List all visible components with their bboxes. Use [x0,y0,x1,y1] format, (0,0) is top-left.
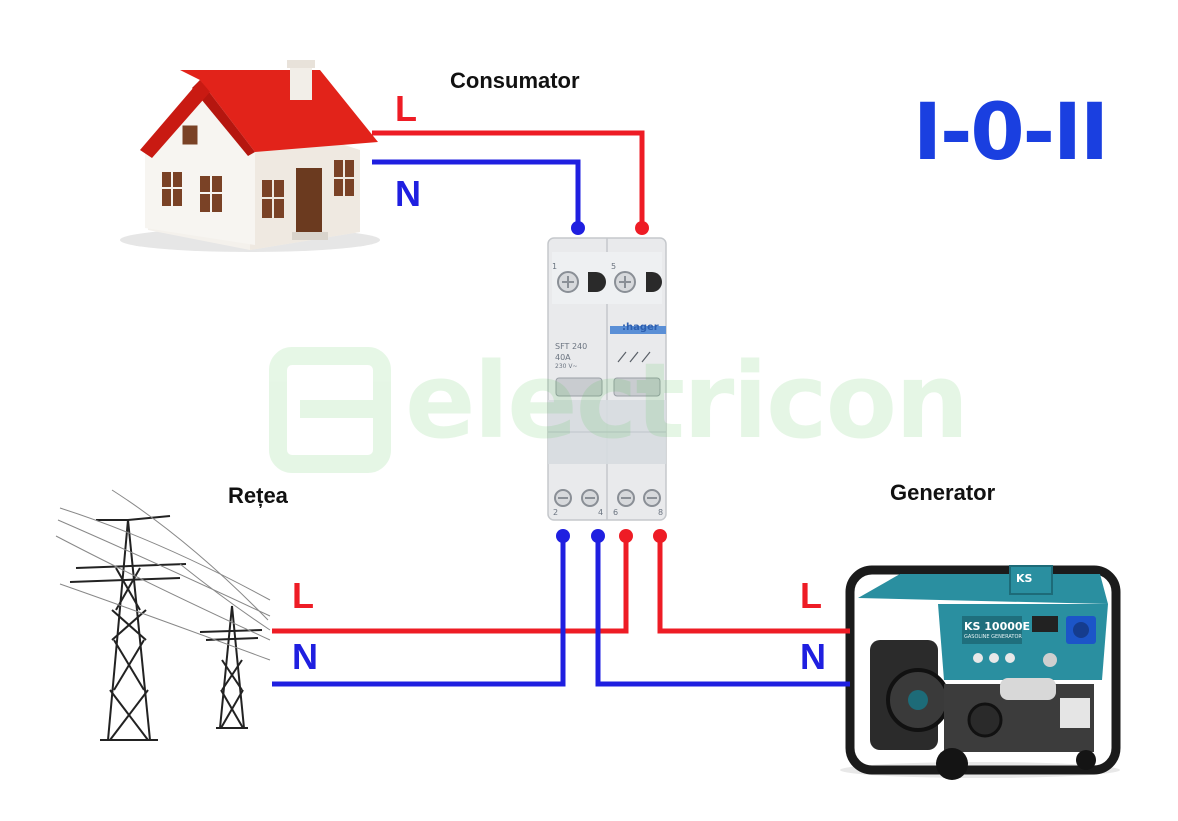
switch-terminal-1: 1 [552,262,558,271]
consumer-neutral-letter: N [395,173,421,214]
wires [272,130,850,687]
consumer-label: Consumator [450,68,580,93]
power-tower-icon [55,489,271,741]
generator-neutral-wire [595,537,850,687]
grid-neutral-wire [272,537,566,687]
generator-brand: KS [1016,572,1033,585]
switch-terminal-2: 2 [553,508,559,517]
generator-neutral-terminal-dot [591,529,605,543]
consumer-neutral-terminal-dot [571,221,585,235]
switch-model: SFT 240 [555,342,588,351]
grid-live-terminal-dot [619,529,633,543]
grid-live-letter: L [292,575,314,616]
house-icon [120,60,380,252]
grid-label: Rețea [228,483,288,508]
switch-terminal-8: 8 [658,508,664,517]
watermark-logo-icon [269,347,391,473]
grid-neutral-terminal-dot [556,529,570,543]
switch-terminal-4: 4 [598,508,604,517]
consumer-neutral-wire [372,159,581,225]
generator-subtitle: GASOLINE GENERATOR [964,634,1022,640]
generator-live-terminal-dot [653,529,667,543]
consumer-live-terminal-dot [635,221,649,235]
generator-live-wire [657,537,850,634]
generator-neutral-letter: N [800,636,826,677]
generator-label: Generator [890,480,996,505]
switch-rating: 40A [555,353,571,362]
generator-live-letter: L [800,575,822,616]
generator-model: KS 10000E [964,620,1031,633]
consumer-live-wire [372,130,645,225]
switch-terminal-5: 5 [611,262,617,271]
watermark-text: electricon [405,340,969,462]
switch-positions-title: I-0-II [913,88,1109,178]
switch-brand: :hager [622,322,659,333]
switch-voltage: 230 V~ [555,363,578,370]
grid-neutral-letter: N [292,636,318,677]
switch-terminal-6: 6 [613,508,619,517]
grid-live-wire [272,537,629,634]
changeover-switch-icon [547,237,667,521]
consumer-live-letter: L [395,88,417,129]
generator-icon [840,565,1121,780]
